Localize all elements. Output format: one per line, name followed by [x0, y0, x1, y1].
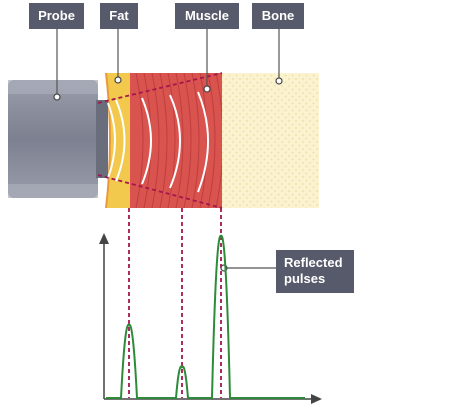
echo-trace [106, 234, 305, 399]
boundary-projection-lines [128, 208, 222, 398]
bone-pointer-dot [275, 77, 283, 85]
bone-label-text: Bone [261, 8, 295, 23]
fat-label: Fat [100, 3, 138, 29]
probe-label: Probe [29, 3, 84, 29]
x-axis-arrow-icon [311, 394, 322, 404]
y-axis-arrow-icon [99, 233, 109, 244]
fat-layer [106, 73, 130, 208]
bone-layer [222, 73, 319, 208]
muscle-label-text: Muscle [184, 8, 230, 23]
muscle-layer [130, 73, 222, 208]
probe-label-text: Probe [38, 8, 75, 23]
reflected-pulses-label: Reflected pulses [276, 250, 354, 293]
label-pointers [56, 29, 280, 269]
bone-label: Bone [252, 3, 304, 29]
muscle-pointer-dot [203, 85, 211, 93]
fat-pointer-dot [114, 76, 122, 84]
beam-outline [97, 72, 223, 209]
muscle-label: Muscle [175, 3, 239, 29]
probe [8, 80, 108, 198]
reflected-pulses-line2: pulses [284, 271, 326, 286]
probe-pointer-dot [53, 93, 61, 101]
reflected-pulses-line1: Reflected [284, 255, 343, 270]
fat-label-text: Fat [109, 8, 129, 23]
sound-wave-arcs [107, 91, 209, 193]
